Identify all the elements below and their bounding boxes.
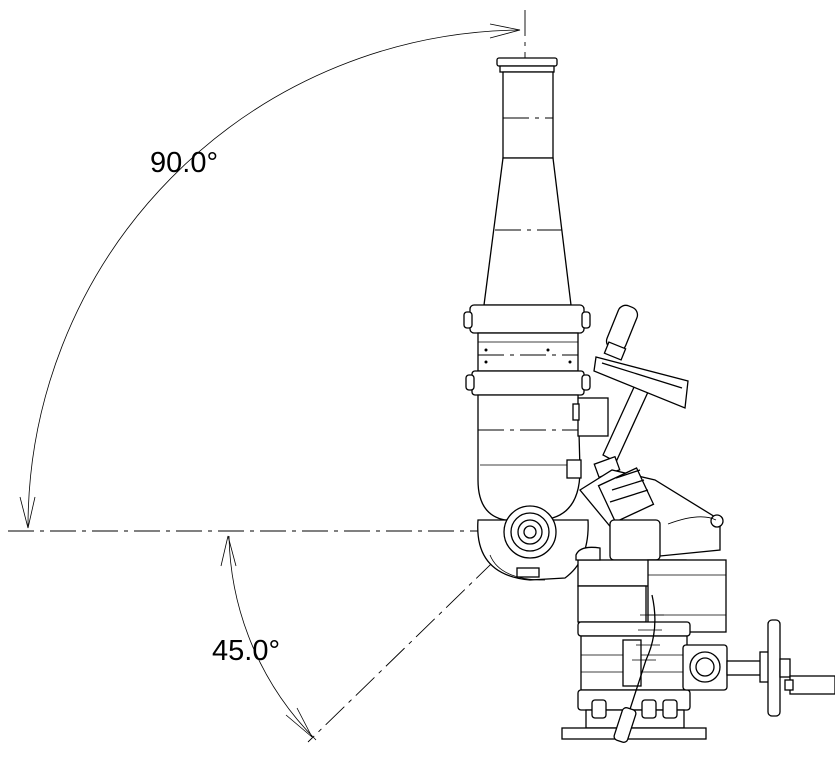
diagonal-centerline bbox=[307, 530, 526, 743]
lower-angle-arc bbox=[220, 535, 317, 741]
inlet-pipe bbox=[726, 619, 835, 717]
base-valve-body bbox=[561, 621, 707, 740]
joystick-handle bbox=[603, 304, 639, 361]
pivot-housing bbox=[477, 505, 589, 581]
nozzle-coupling bbox=[463, 304, 591, 396]
control-panel-head bbox=[593, 356, 689, 409]
flex-cable bbox=[613, 594, 664, 743]
nozzle-barrel bbox=[483, 57, 572, 306]
lower-angle-label: 45.0° bbox=[212, 635, 280, 667]
upper-angle-arc bbox=[19, 23, 521, 529]
junction-box bbox=[682, 644, 728, 691]
turret-column bbox=[575, 519, 727, 633]
actuator-motor bbox=[579, 467, 724, 557]
upper-angle-label: 90.0° bbox=[150, 147, 218, 179]
